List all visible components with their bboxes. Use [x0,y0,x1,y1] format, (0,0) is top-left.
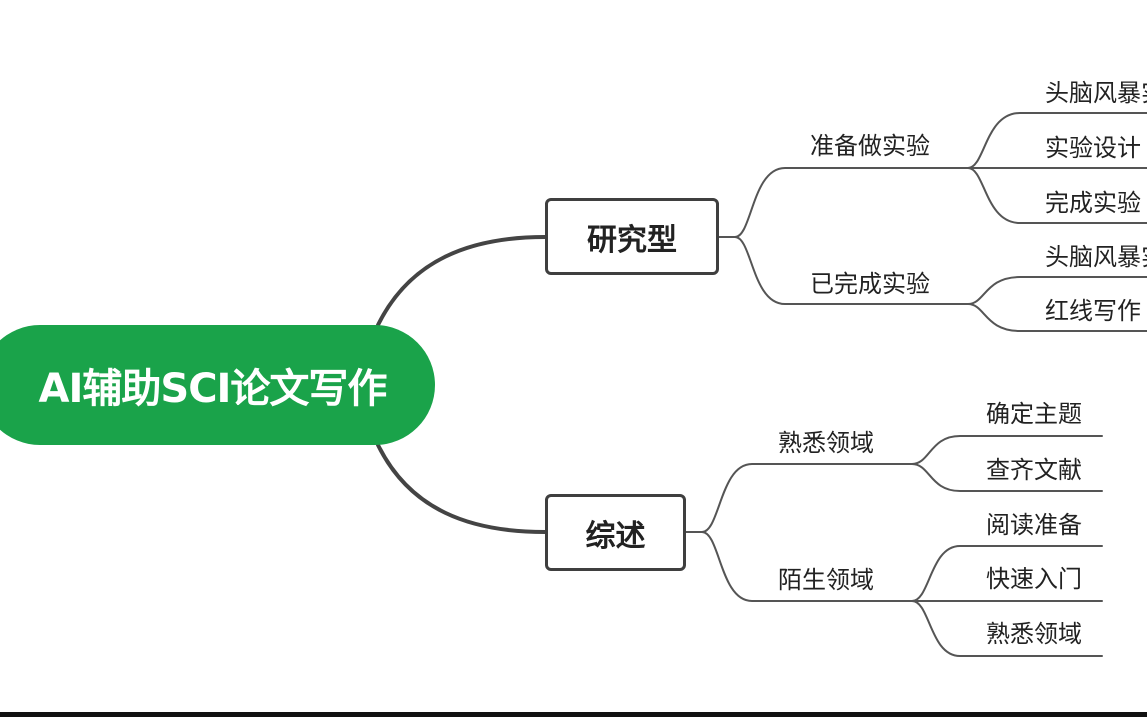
group-connector [685,463,913,533]
branch-title: 综述 [585,518,646,554]
branch-title: 研究型 [587,222,677,258]
leaf-label[interactable]: 快速入门 [986,565,1082,593]
leaf-label[interactable]: 确定主题 [986,400,1082,428]
group-connector [734,236,969,305]
bottom-divider [0,712,1147,717]
leaf-connector [967,112,1147,169]
branch-node-research[interactable]: 研究型 [545,198,719,275]
leaf-label[interactable]: 实验设计 [1045,134,1141,162]
leaf-connector [967,303,1147,332]
group-connector [701,531,913,602]
group-label[interactable]: 熟悉领域 [778,429,874,457]
branch-node-review[interactable]: 综述 [545,494,686,571]
leaf-connector [911,435,1103,465]
leaf-label[interactable]: 熟悉领域 [986,620,1082,648]
leaf-label[interactable]: 红线写作 [1045,297,1141,325]
leaf-connector [911,545,1103,602]
group-label[interactable]: 已完成实验 [810,270,930,298]
root-to-review-connector [376,443,547,534]
leaf-label[interactable]: 阅读准备 [986,511,1082,539]
leaf-connector [911,463,1103,492]
root-title: AI辅助SCI论文写作 [38,366,388,412]
leaf-connector [911,600,1103,657]
root-node[interactable]: AI辅助SCI论文写作 [0,325,435,445]
group-connector [718,167,969,238]
group-label[interactable]: 陌生领域 [778,566,874,594]
leaf-connector [967,276,1147,305]
leaf-label[interactable]: 查齐文献 [986,456,1082,484]
leaf-label[interactable]: 完成实验 [1045,189,1141,217]
group-label[interactable]: 准备做实验 [810,132,930,160]
root-to-research-connector [376,235,547,327]
leaf-connector [967,167,1147,224]
